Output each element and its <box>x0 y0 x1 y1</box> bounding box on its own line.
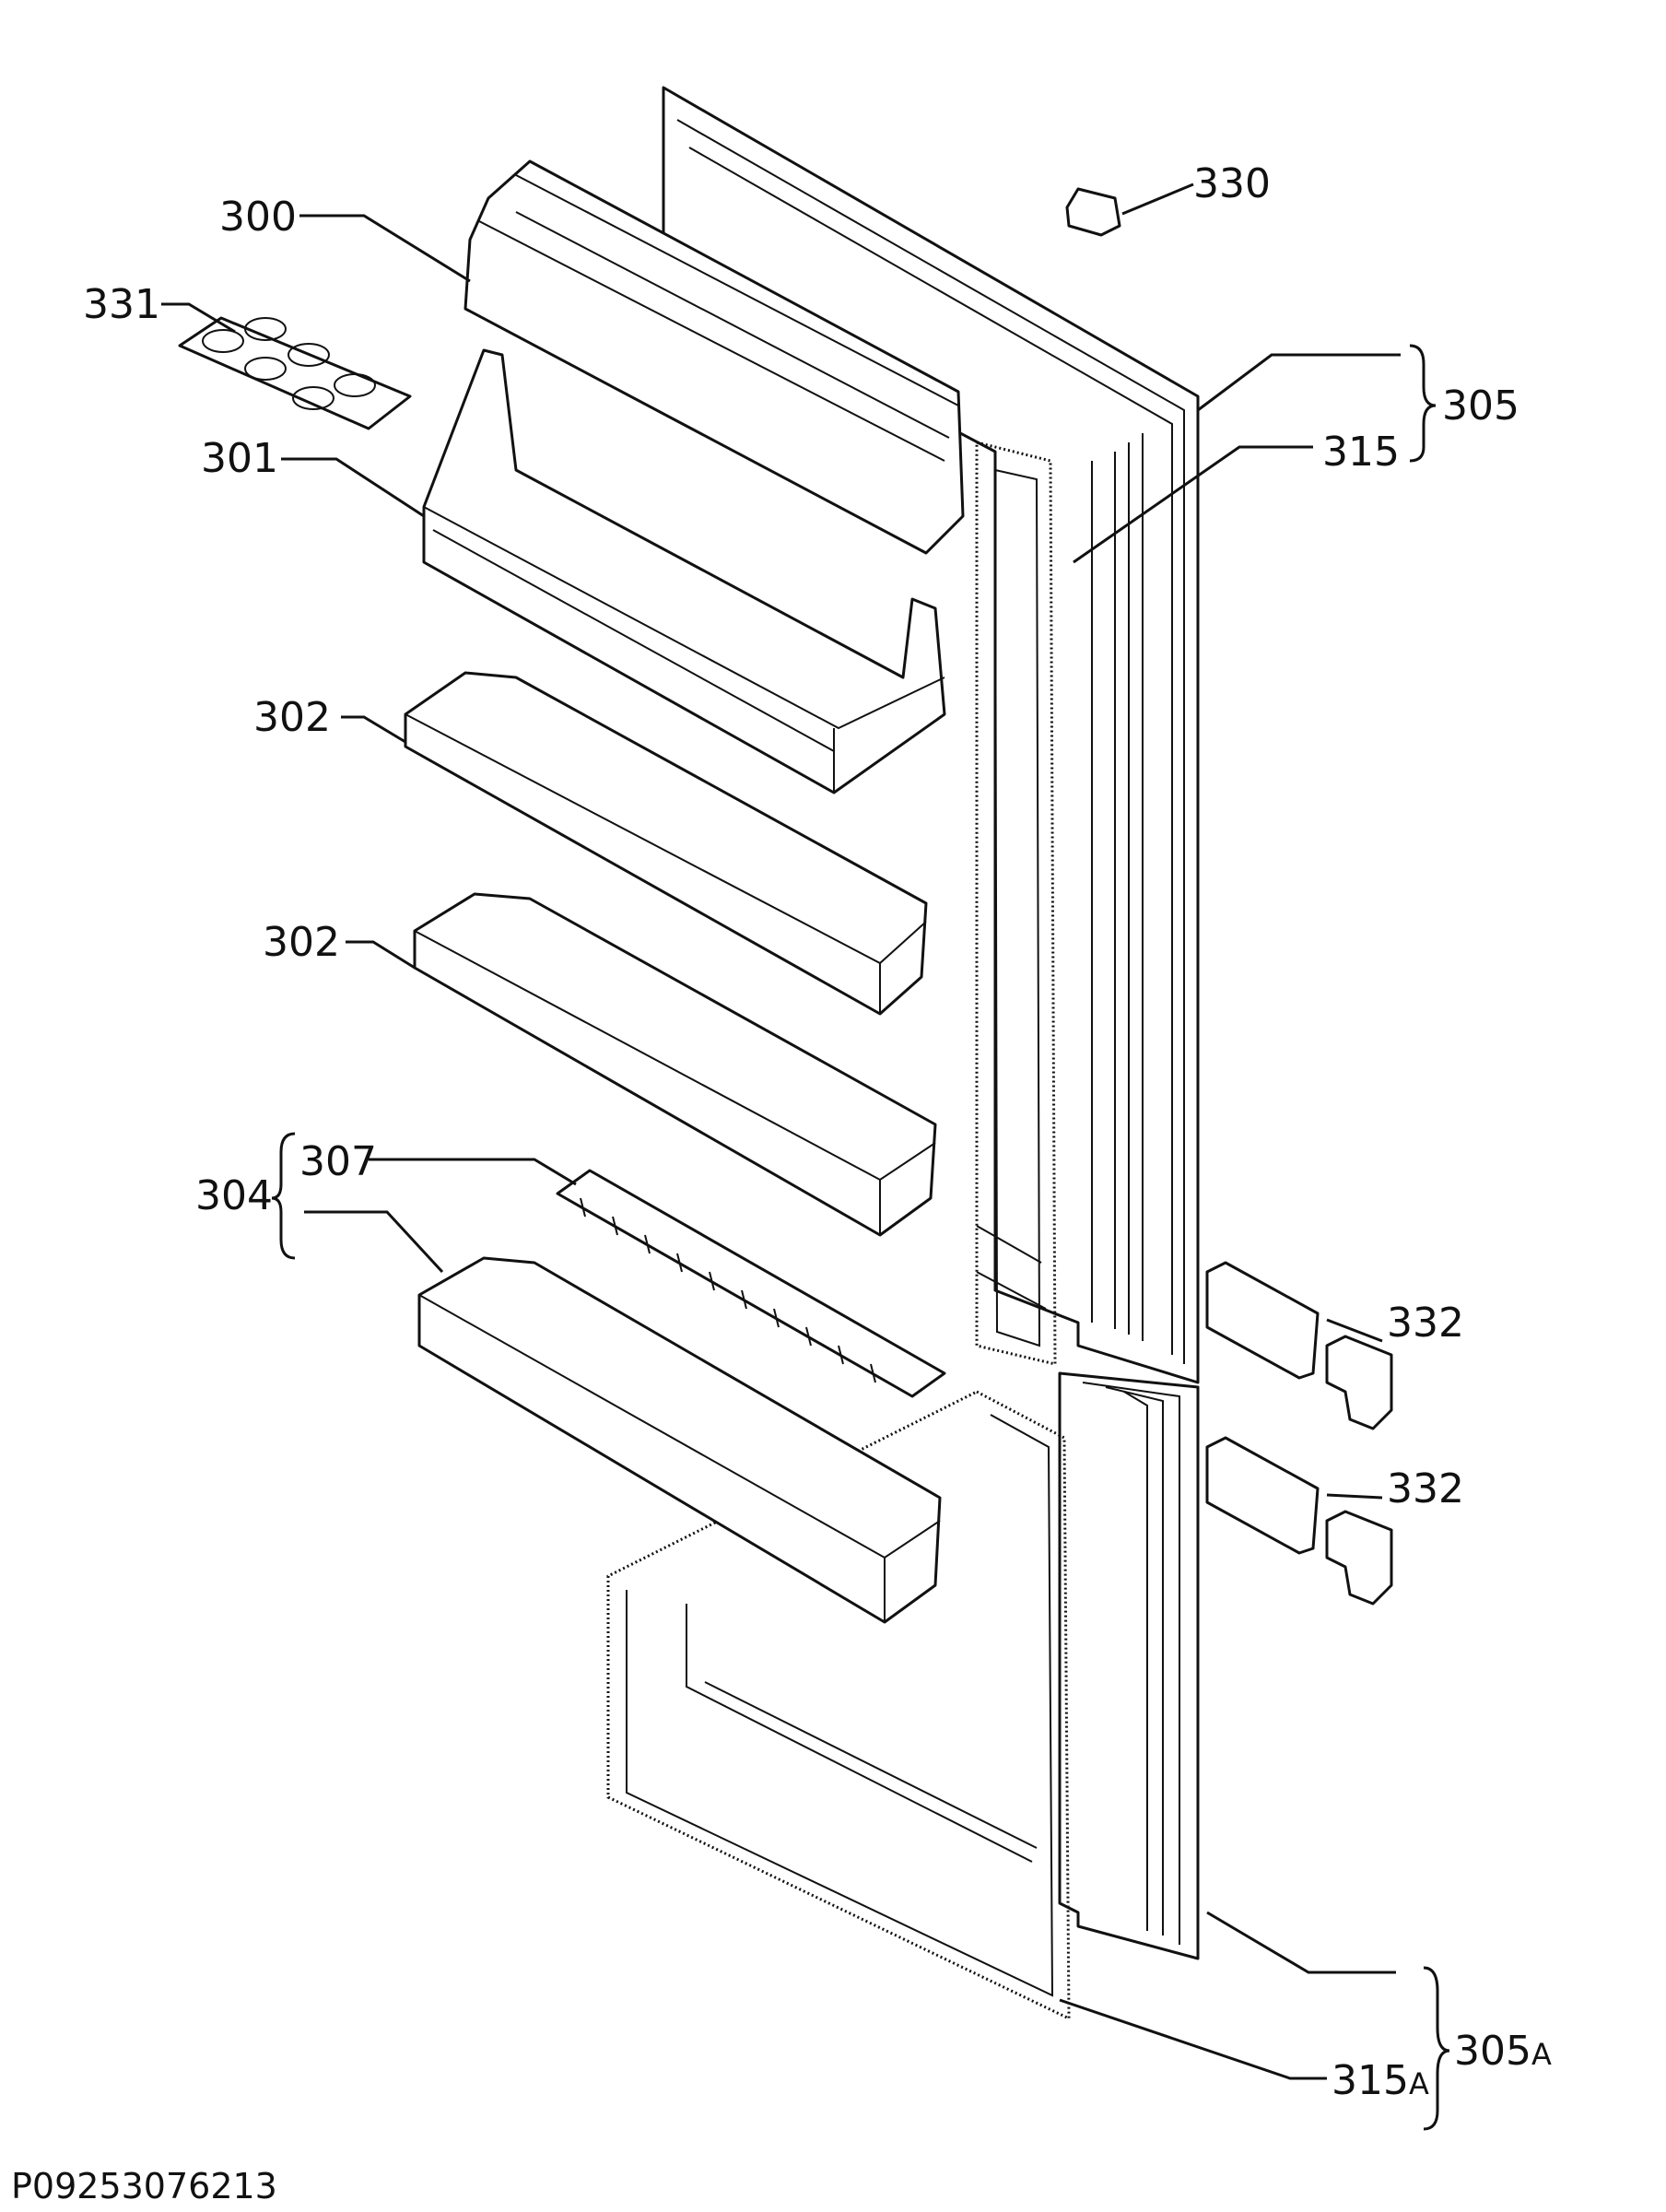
part-332-hinge-upper <box>1205 1261 1393 1430</box>
label-300: 300 <box>219 194 297 241</box>
label-330: 330 <box>1193 160 1271 207</box>
part-304-bottom-rack <box>417 1256 942 1624</box>
part-300-dairy-lid <box>463 159 965 555</box>
label-307: 307 <box>299 1138 377 1185</box>
part-302-bottle-rack-upper <box>404 671 928 1016</box>
part-332-hinge-lower <box>1205 1436 1393 1606</box>
label-305: 305 <box>1442 382 1519 429</box>
label-315a: 315A <box>1332 2057 1429 2104</box>
label-304: 304 <box>195 1172 273 1219</box>
part-307-divider <box>556 1169 946 1398</box>
label-332-lower: 332 <box>1387 1465 1464 1512</box>
label-301: 301 <box>201 435 278 482</box>
label-332-upper: 332 <box>1387 1300 1464 1347</box>
part-302-bottle-rack-lower <box>413 892 937 1237</box>
label-315: 315 <box>1322 429 1400 476</box>
label-302-upper: 302 <box>253 694 331 741</box>
part-330-cap <box>1065 187 1121 237</box>
part-301-door-shelf <box>422 348 946 794</box>
part-labels: 300 331 301 302 302 304 307 330 305 315 … <box>11 160 1552 2206</box>
label-331: 331 <box>83 281 160 328</box>
leader-lines <box>161 182 1401 2080</box>
upper-door-frame <box>662 86 1200 1384</box>
label-302-lower: 302 <box>263 919 340 966</box>
braces <box>271 344 1450 2131</box>
label-305a: 305A <box>1454 2028 1552 2075</box>
reference-code: P09253076213 <box>11 2166 277 2206</box>
part-331-egg-tray <box>178 316 412 430</box>
lower-door-frame <box>606 1371 1200 2021</box>
